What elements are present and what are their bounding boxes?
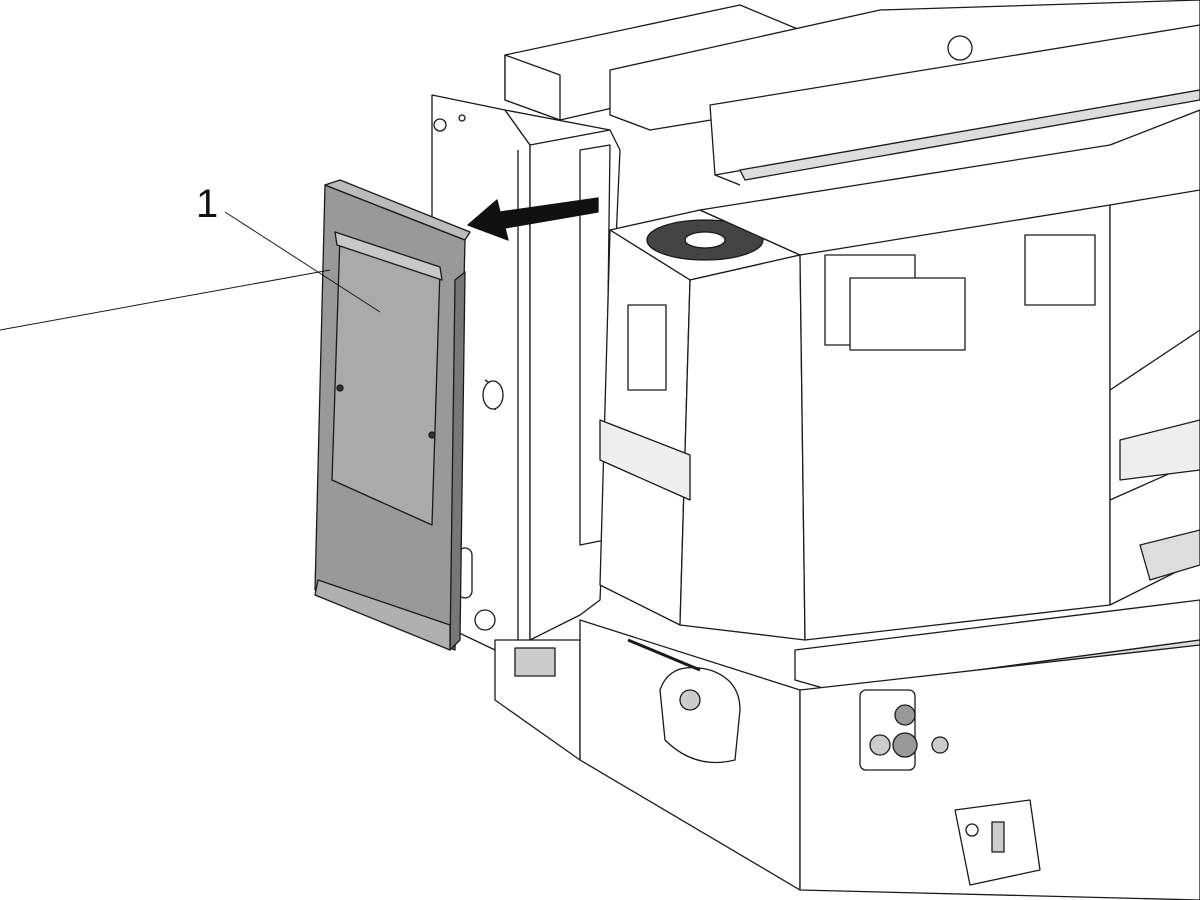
fan-grille-icon xyxy=(646,219,764,261)
top-enclosure xyxy=(504,0,1200,186)
fan-hood xyxy=(599,209,806,641)
front-base xyxy=(794,599,1200,900)
perspective-guide-line xyxy=(0,269,331,331)
callout-leader-line xyxy=(224,211,381,313)
cover-panel xyxy=(314,179,471,651)
callout-label-1: 1 xyxy=(196,182,219,226)
removal-arrow-icon xyxy=(467,197,599,241)
main-enclosure xyxy=(699,109,1200,641)
cabinet-base xyxy=(494,619,801,891)
